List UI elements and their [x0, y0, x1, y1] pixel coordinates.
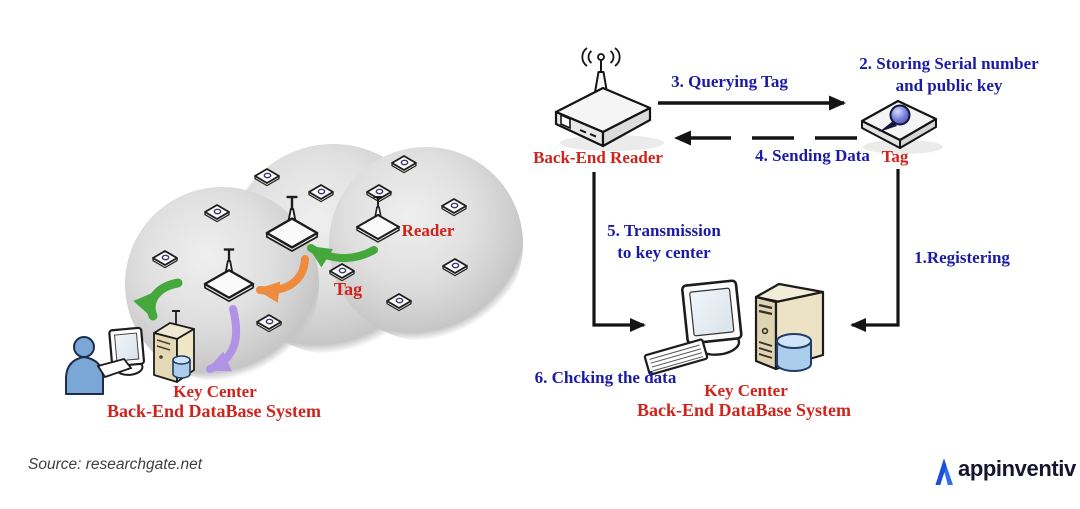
keyboard-icon: [96, 357, 133, 379]
step6-label: 6. Chcking the data: [534, 368, 677, 387]
sequence-arrows: [592, 95, 900, 333]
teardrop-icon: [879, 104, 911, 132]
step3-label: 3. Querying Tag: [671, 72, 788, 91]
right-tag-label: Tag: [881, 147, 909, 166]
green-arrow: [307, 244, 378, 268]
transmission-arrow: [592, 172, 646, 333]
handover-arrows: [133, 244, 378, 373]
left-key-center-label: Key Center: [173, 382, 257, 401]
right-key-center-label: Key Center: [704, 381, 788, 400]
right-database-label: Back-End DataBase System: [636, 400, 851, 420]
person-icon: [65, 336, 104, 395]
backend-reader-icon: [554, 47, 664, 151]
purple-arrow: [206, 305, 241, 373]
backend-reader-label: Back-End Reader: [533, 148, 663, 167]
radio-waves-icon: [581, 47, 621, 67]
step2-line1: 2. Storing Serial number: [859, 54, 1039, 73]
green-arrow: [133, 278, 183, 321]
server-icon: [153, 310, 195, 383]
left-reader-label: Reader: [401, 221, 455, 240]
brand-logo: appinventiv: [931, 452, 1076, 486]
orange-arrow: [256, 255, 309, 303]
left-database-label: Back-End DataBase System: [106, 401, 321, 421]
database-icon: [172, 355, 191, 379]
keyboard-icon: [643, 338, 709, 376]
brand-name: appinventiv: [958, 456, 1076, 481]
step2-label: 2. Storing Serial number and public key: [838, 53, 1060, 97]
step5-label: 5. Transmission to key center: [598, 220, 730, 264]
right-key-center-station: [643, 279, 825, 376]
step1-label: 1.Registering: [914, 248, 1010, 267]
coverage-circle-right: [329, 147, 523, 341]
step4-label: 4. Sending Data: [755, 146, 870, 165]
monitor-icon: [681, 279, 743, 356]
step5-line1: 5. Transmission: [607, 221, 721, 240]
left-key-center-station: [65, 310, 195, 395]
step5-line2: to key center: [617, 242, 711, 262]
tag-chip-icon: [860, 99, 943, 154]
source-attribution: Source: researchgate.net: [28, 456, 203, 473]
left-tag-label: Tag: [333, 279, 363, 299]
step2-line2: and public key: [895, 75, 1003, 95]
appinventiv-logo-icon: [935, 458, 953, 485]
database-icon: [776, 333, 812, 372]
registering-arrow: [850, 169, 900, 333]
